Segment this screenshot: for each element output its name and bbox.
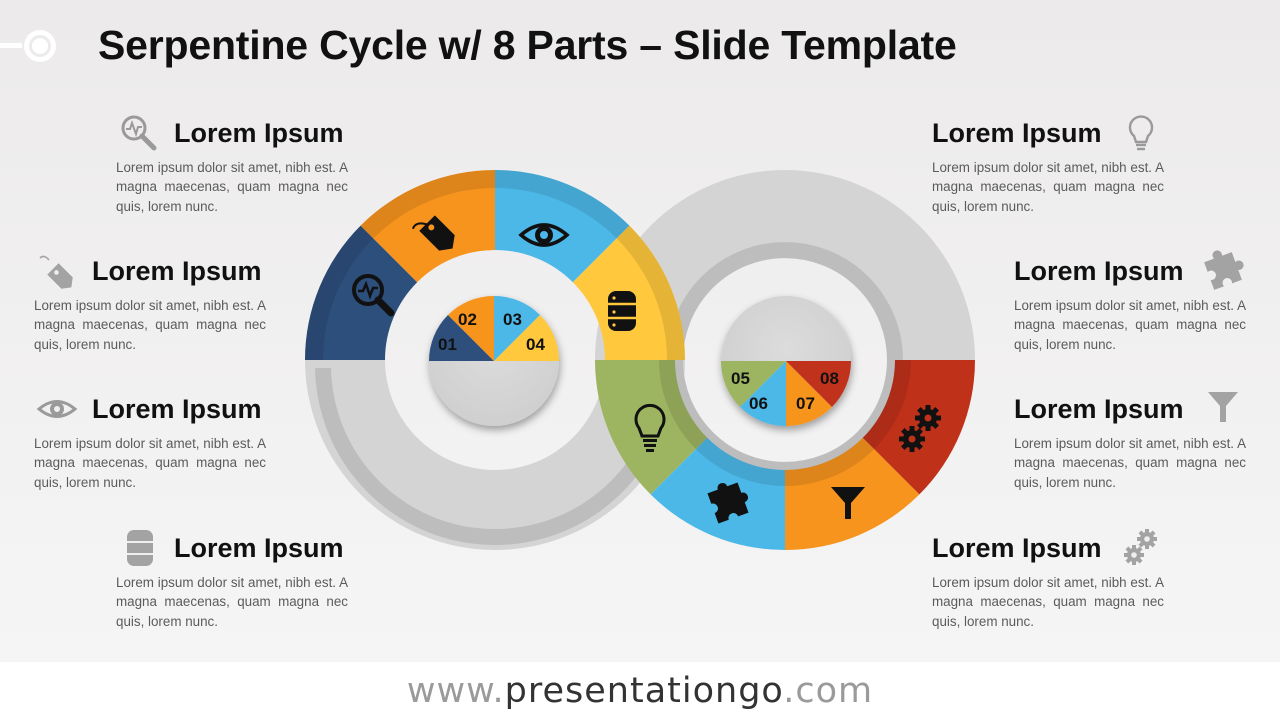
eye-icon [36,400,78,418]
price-tag-icon [39,255,73,289]
footer-url[interactable]: www.presentationgo.com [407,671,873,711]
pie-slice-07 [786,361,832,427]
block-body: Lorem ipsum dolor sit amet, nibh est. A … [116,575,348,629]
text-block-8: Lorem Ipsum Lorem ipsum dolor sit amet, … [932,529,1164,631]
left-ring-outer-track [315,367,669,546]
right-pie [721,296,852,427]
segment-01[interactable] [304,225,418,360]
database-icon [127,530,153,566]
block-heading: Lorem Ipsum [1014,256,1184,286]
left-pie [428,295,559,426]
right-ring-inner-overlay [659,360,911,486]
text-block-3: Lorem Ipsum Lorem ipsum dolor sit amet, … [34,392,266,492]
right-ring-front [595,359,976,551]
text-block-2: Lorem Ipsum Lorem ipsum dolor sit amet, … [34,254,266,354]
pie-label-08: 08 [820,369,839,388]
pie-slice-01 [428,315,494,361]
pie-slice-03 [494,295,540,361]
lightbulb-icon [1128,115,1154,151]
funnel-icon [831,487,865,519]
pie-label-01: 01 [438,335,457,354]
text-block-7: Lorem Ipsum Lorem ipsum dolor sit amet, … [1014,392,1246,492]
block-heading: Lorem Ipsum [92,394,262,424]
puzzle-piece-icon [1204,250,1244,290]
block-heading: Lorem Ipsum [174,533,344,563]
gears-icon [1124,529,1157,565]
block-body: Lorem ipsum dolor sit amet, nibh est. A … [1014,436,1246,490]
funnel-icon [1208,392,1238,422]
puzzle-piece-icon [707,482,749,524]
pie-slice-02 [448,295,494,361]
eye-icon [518,223,570,247]
block-heading: Lorem Ipsum [932,118,1102,148]
block-body: Lorem ipsum dolor sit amet, nibh est. A … [932,160,1164,214]
pie-label-07: 07 [796,394,815,413]
block-heading: Lorem Ipsum [174,118,344,148]
text-block-5: Lorem Ipsum Lorem ipsum dolor sit amet, … [932,115,1164,216]
price-tag-icon [412,215,455,251]
right-ring [595,170,975,361]
magnifier-pulse-icon [352,274,395,317]
text-block-4: Lorem Ipsum Lorem ipsum dolor sit amet, … [116,530,348,631]
pie-label-04: 04 [526,335,545,354]
magnifier-pulse-icon [121,115,157,151]
right-ring-inner-track [667,242,903,361]
footer-url-suffix: .com [783,671,874,711]
block-body: Lorem ipsum dolor sit amet, nibh est. A … [116,160,348,214]
text-block-6: Lorem Ipsum Lorem ipsum dolor sit amet, … [1014,250,1246,354]
block-heading: Lorem Ipsum [1014,394,1184,424]
slide-title: Serpentine Cycle w/ 8 Parts – Slide Temp… [98,22,957,68]
footer: www.presentationgo.com [0,662,1280,720]
block-body: Lorem ipsum dolor sit amet, nibh est. A … [1014,298,1246,352]
segment-03[interactable] [495,169,630,283]
lightbulb-icon [634,403,666,452]
pie-slice-04 [494,315,559,361]
presentationgo-logo-mark [0,30,56,62]
block-heading: Lorem Ipsum [932,533,1102,563]
right-ring-gray-band [595,170,975,360]
block-body: Lorem ipsum dolor sit amet, nibh est. A … [34,436,266,490]
database-icon [608,291,636,331]
block-body: Lorem ipsum dolor sit amet, nibh est. A … [932,575,1164,629]
pie-label-06: 06 [749,394,768,413]
text-block-1: Lorem Ipsum Lorem ipsum dolor sit amet, … [116,115,348,216]
pie-label-05: 05 [731,369,750,388]
pie-slice-08 [786,361,852,407]
gears-icon [899,405,941,452]
pie-label-02: 02 [458,310,477,329]
footer-url-prefix: www. [406,671,505,711]
pie-label-03: 03 [503,310,522,329]
block-heading: Lorem Ipsum [92,256,262,286]
footer-url-brand: presentationgo [504,671,784,711]
pie-slice-05 [721,361,786,407]
pie-slice-06 [740,361,786,427]
block-body: Lorem ipsum dolor sit amet, nibh est. A … [34,298,266,352]
segment-05[interactable] [595,360,708,495]
